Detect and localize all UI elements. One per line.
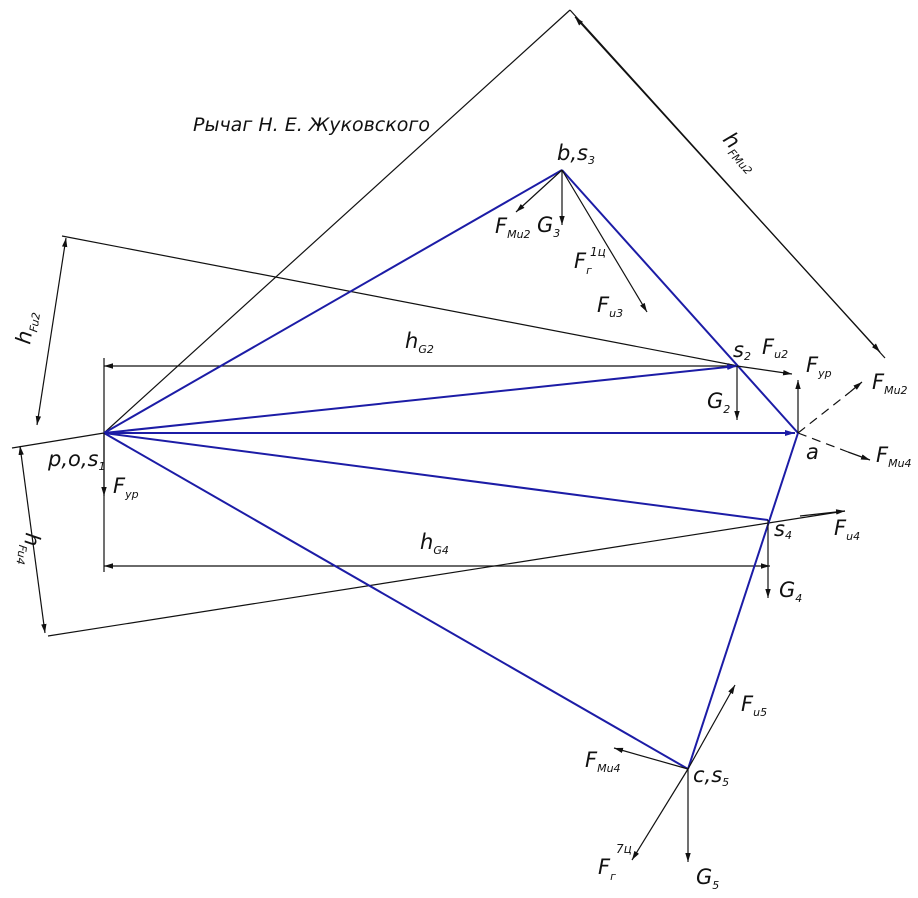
arrow-fu3 — [561, 169, 648, 313]
label-g3: G3 — [537, 213, 560, 240]
arrow-fmu2-at-a — [849, 381, 863, 393]
ray-p-c — [103, 432, 689, 770]
point-label-c: c,s5 — [693, 763, 729, 789]
label-fu3: Fu3 — [597, 293, 623, 320]
line-pole-tick — [11, 432, 105, 449]
label-fmu4-at-c: FMu4 — [585, 748, 621, 775]
line-fu2-action — [61, 235, 739, 367]
label-fmu4-at-a: FMu4 — [876, 443, 912, 470]
arrow-fmu4-at-c — [613, 747, 689, 770]
label-fmu2-at-a: FMu2 — [872, 370, 908, 397]
dashed-line-fmu4 — [797, 432, 849, 453]
arrow-fu4 — [799, 509, 846, 517]
point-label-p: p,o,s1 — [47, 447, 105, 473]
dimension-h-fu2 — [35, 237, 68, 426]
arrow-fg7 — [631, 768, 689, 861]
point-label-s2: s2 — [733, 338, 751, 363]
ray-b-a — [561, 169, 799, 434]
arrow-fmu4-at-a — [847, 451, 871, 461]
label-fg1: Fг — [574, 249, 592, 277]
point-label-a: a — [806, 440, 819, 464]
label-fg1-sup: 1ц — [590, 245, 606, 259]
label-h-g2: hG2 — [405, 329, 434, 356]
dashed-line-fmu2 — [797, 391, 851, 434]
label-h-fmu2: hFMu2 — [716, 127, 765, 177]
ray-p-s4 — [103, 432, 769, 521]
diagram-title: Рычаг Н. Е. Жуковского — [193, 114, 430, 136]
dimension-h-fmu2 — [574, 16, 881, 353]
arrow-fu5 — [687, 684, 736, 770]
label-h-g4: hG4 — [420, 530, 449, 557]
label-fu2: Fu2 — [762, 335, 788, 361]
label-g5: G5 — [696, 865, 719, 892]
ray-p-b — [103, 169, 563, 434]
label-h-fu2: hFu2 — [11, 309, 43, 346]
dimension-h-fu4 — [18, 445, 47, 634]
point-label-b: b,s3 — [557, 141, 595, 167]
arrow-fmu2-at-b — [515, 169, 563, 213]
label-fg7: Fг — [598, 855, 616, 883]
arrow-fu2 — [736, 365, 793, 376]
label-h-fu4: hFu4 — [13, 531, 44, 568]
line-fu4-action — [47, 510, 846, 637]
velocity-plan — [103, 169, 799, 770]
line-pole-to-top — [103, 9, 571, 434]
label-g2: G2 — [707, 389, 730, 416]
ray-a-c — [687, 432, 799, 770]
label-fu4: Fu4 — [834, 516, 860, 543]
construction-lines — [11, 9, 886, 637]
force-arrows — [101, 169, 871, 862]
label-fyp-at-p: Fyp — [113, 474, 139, 501]
label-g4: G4 — [779, 578, 802, 605]
label-fmu2-at-b: FMu2 — [495, 214, 531, 241]
point-label-s4: s4 — [774, 517, 792, 542]
ray-p-s2 — [103, 364, 738, 434]
label-fu5: Fu5 — [741, 692, 767, 719]
label-fg7-sup: 7ц — [616, 842, 632, 856]
label-fyp-at-a: Fyp — [806, 353, 832, 380]
